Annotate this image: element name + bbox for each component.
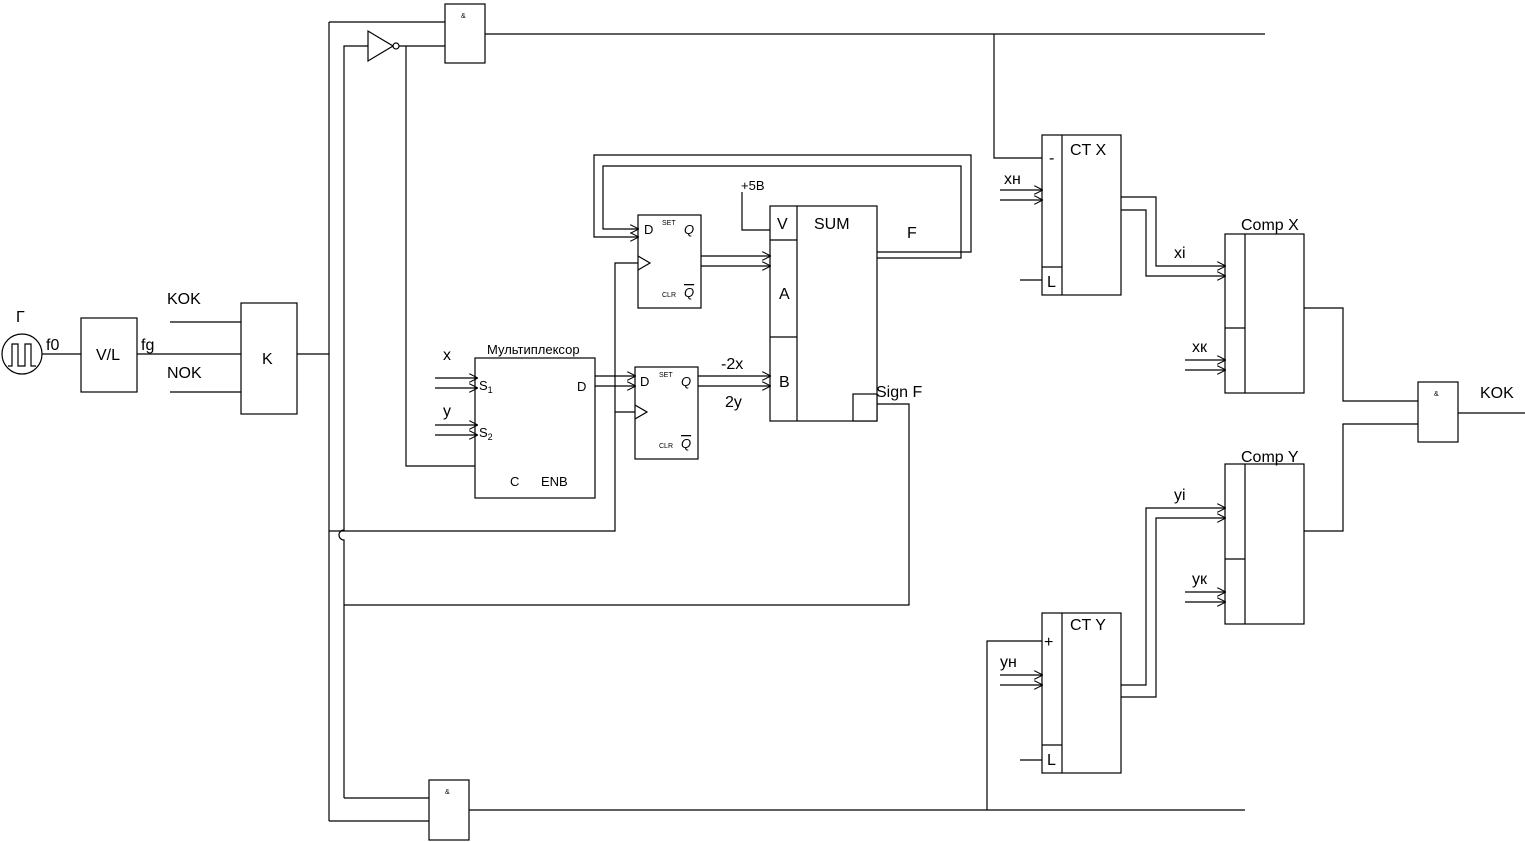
- and-gate-top: [444, 3, 486, 64]
- yk-label: yк: [1192, 571, 1208, 588]
- and-gate-output: [1417, 381, 1459, 443]
- cty-l: L: [1047, 752, 1056, 769]
- generator-label: Г: [16, 309, 25, 326]
- ctx-minus: -: [1049, 150, 1054, 167]
- cty-block: [1041, 612, 1122, 774]
- ff2-q: Q: [681, 374, 691, 389]
- f-label: F: [907, 225, 917, 242]
- kok-output-label: KOK: [1480, 385, 1514, 402]
- cty-title: CT Y: [1070, 617, 1106, 634]
- mux-s1: S1: [479, 378, 493, 395]
- ctx-l: L: [1047, 274, 1056, 291]
- mux-title: Мультиплексор: [487, 342, 580, 357]
- ff1-clr: CLR: [662, 292, 676, 299]
- k-block: [240, 302, 298, 415]
- ctx-title: CT X: [1070, 142, 1106, 159]
- sum-v: V: [777, 216, 788, 233]
- sign-f-label: Sign F: [876, 384, 922, 401]
- yi-label: yi: [1174, 487, 1186, 504]
- compy-title: Comp Y: [1241, 449, 1299, 466]
- mux-c: C: [510, 474, 519, 489]
- k-label: K: [262, 351, 273, 368]
- and-bottom-label: &: [445, 789, 450, 796]
- ff2-set: SET: [659, 372, 673, 379]
- ff1-q: Q: [684, 222, 694, 237]
- sum-a: A: [779, 286, 790, 303]
- compx-block: [1224, 233, 1305, 394]
- plus5-label: +5B: [741, 178, 765, 193]
- and-top-label: &: [461, 13, 466, 20]
- f0-label: f0: [46, 337, 59, 354]
- ff1-qbar: Q: [684, 285, 694, 300]
- ff2-clr: CLR: [659, 443, 673, 450]
- sum-title: SUM: [814, 216, 850, 233]
- mux-d: D: [577, 379, 586, 394]
- compy-block: [1224, 463, 1305, 625]
- vl-block: [80, 317, 138, 393]
- xi-label: xi: [1174, 245, 1186, 262]
- xk-label: xк: [1192, 339, 1208, 356]
- sum-b: B: [779, 374, 790, 391]
- wires: [42, 21, 1525, 822]
- y-label: y: [443, 403, 451, 420]
- labels: Г f0 V/L fg KOK NOK K & & & Мультиплексо…: [16, 13, 1514, 796]
- ff1-set: SET: [662, 220, 676, 227]
- nok-input-label: NOK: [167, 365, 202, 382]
- and-output-label: &: [1434, 391, 1439, 398]
- sum-block: [769, 205, 878, 422]
- inverter: [367, 29, 400, 63]
- x-label: x: [443, 347, 451, 364]
- ff2-d: D: [640, 374, 649, 389]
- vl-label: V/L: [96, 347, 120, 364]
- fg-label: fg: [141, 337, 154, 354]
- ff1-d: D: [644, 222, 653, 237]
- generator-block: [1, 333, 43, 375]
- two-y-label: 2y: [725, 394, 742, 411]
- ctx-block: [1041, 134, 1122, 296]
- compx-title: Comp X: [1241, 217, 1299, 234]
- yn-label: yн: [1000, 654, 1017, 671]
- mux-enb: ENB: [541, 474, 568, 489]
- cty-plus: +: [1044, 634, 1053, 651]
- ff2-qbar: Q: [681, 436, 691, 451]
- xn-label: xн: [1004, 171, 1021, 188]
- kok-input-label: KOK: [167, 291, 201, 308]
- mux-s2: S2: [479, 425, 493, 442]
- m2x-label: -2x: [721, 356, 743, 373]
- multiplexor-block: [474, 357, 596, 499]
